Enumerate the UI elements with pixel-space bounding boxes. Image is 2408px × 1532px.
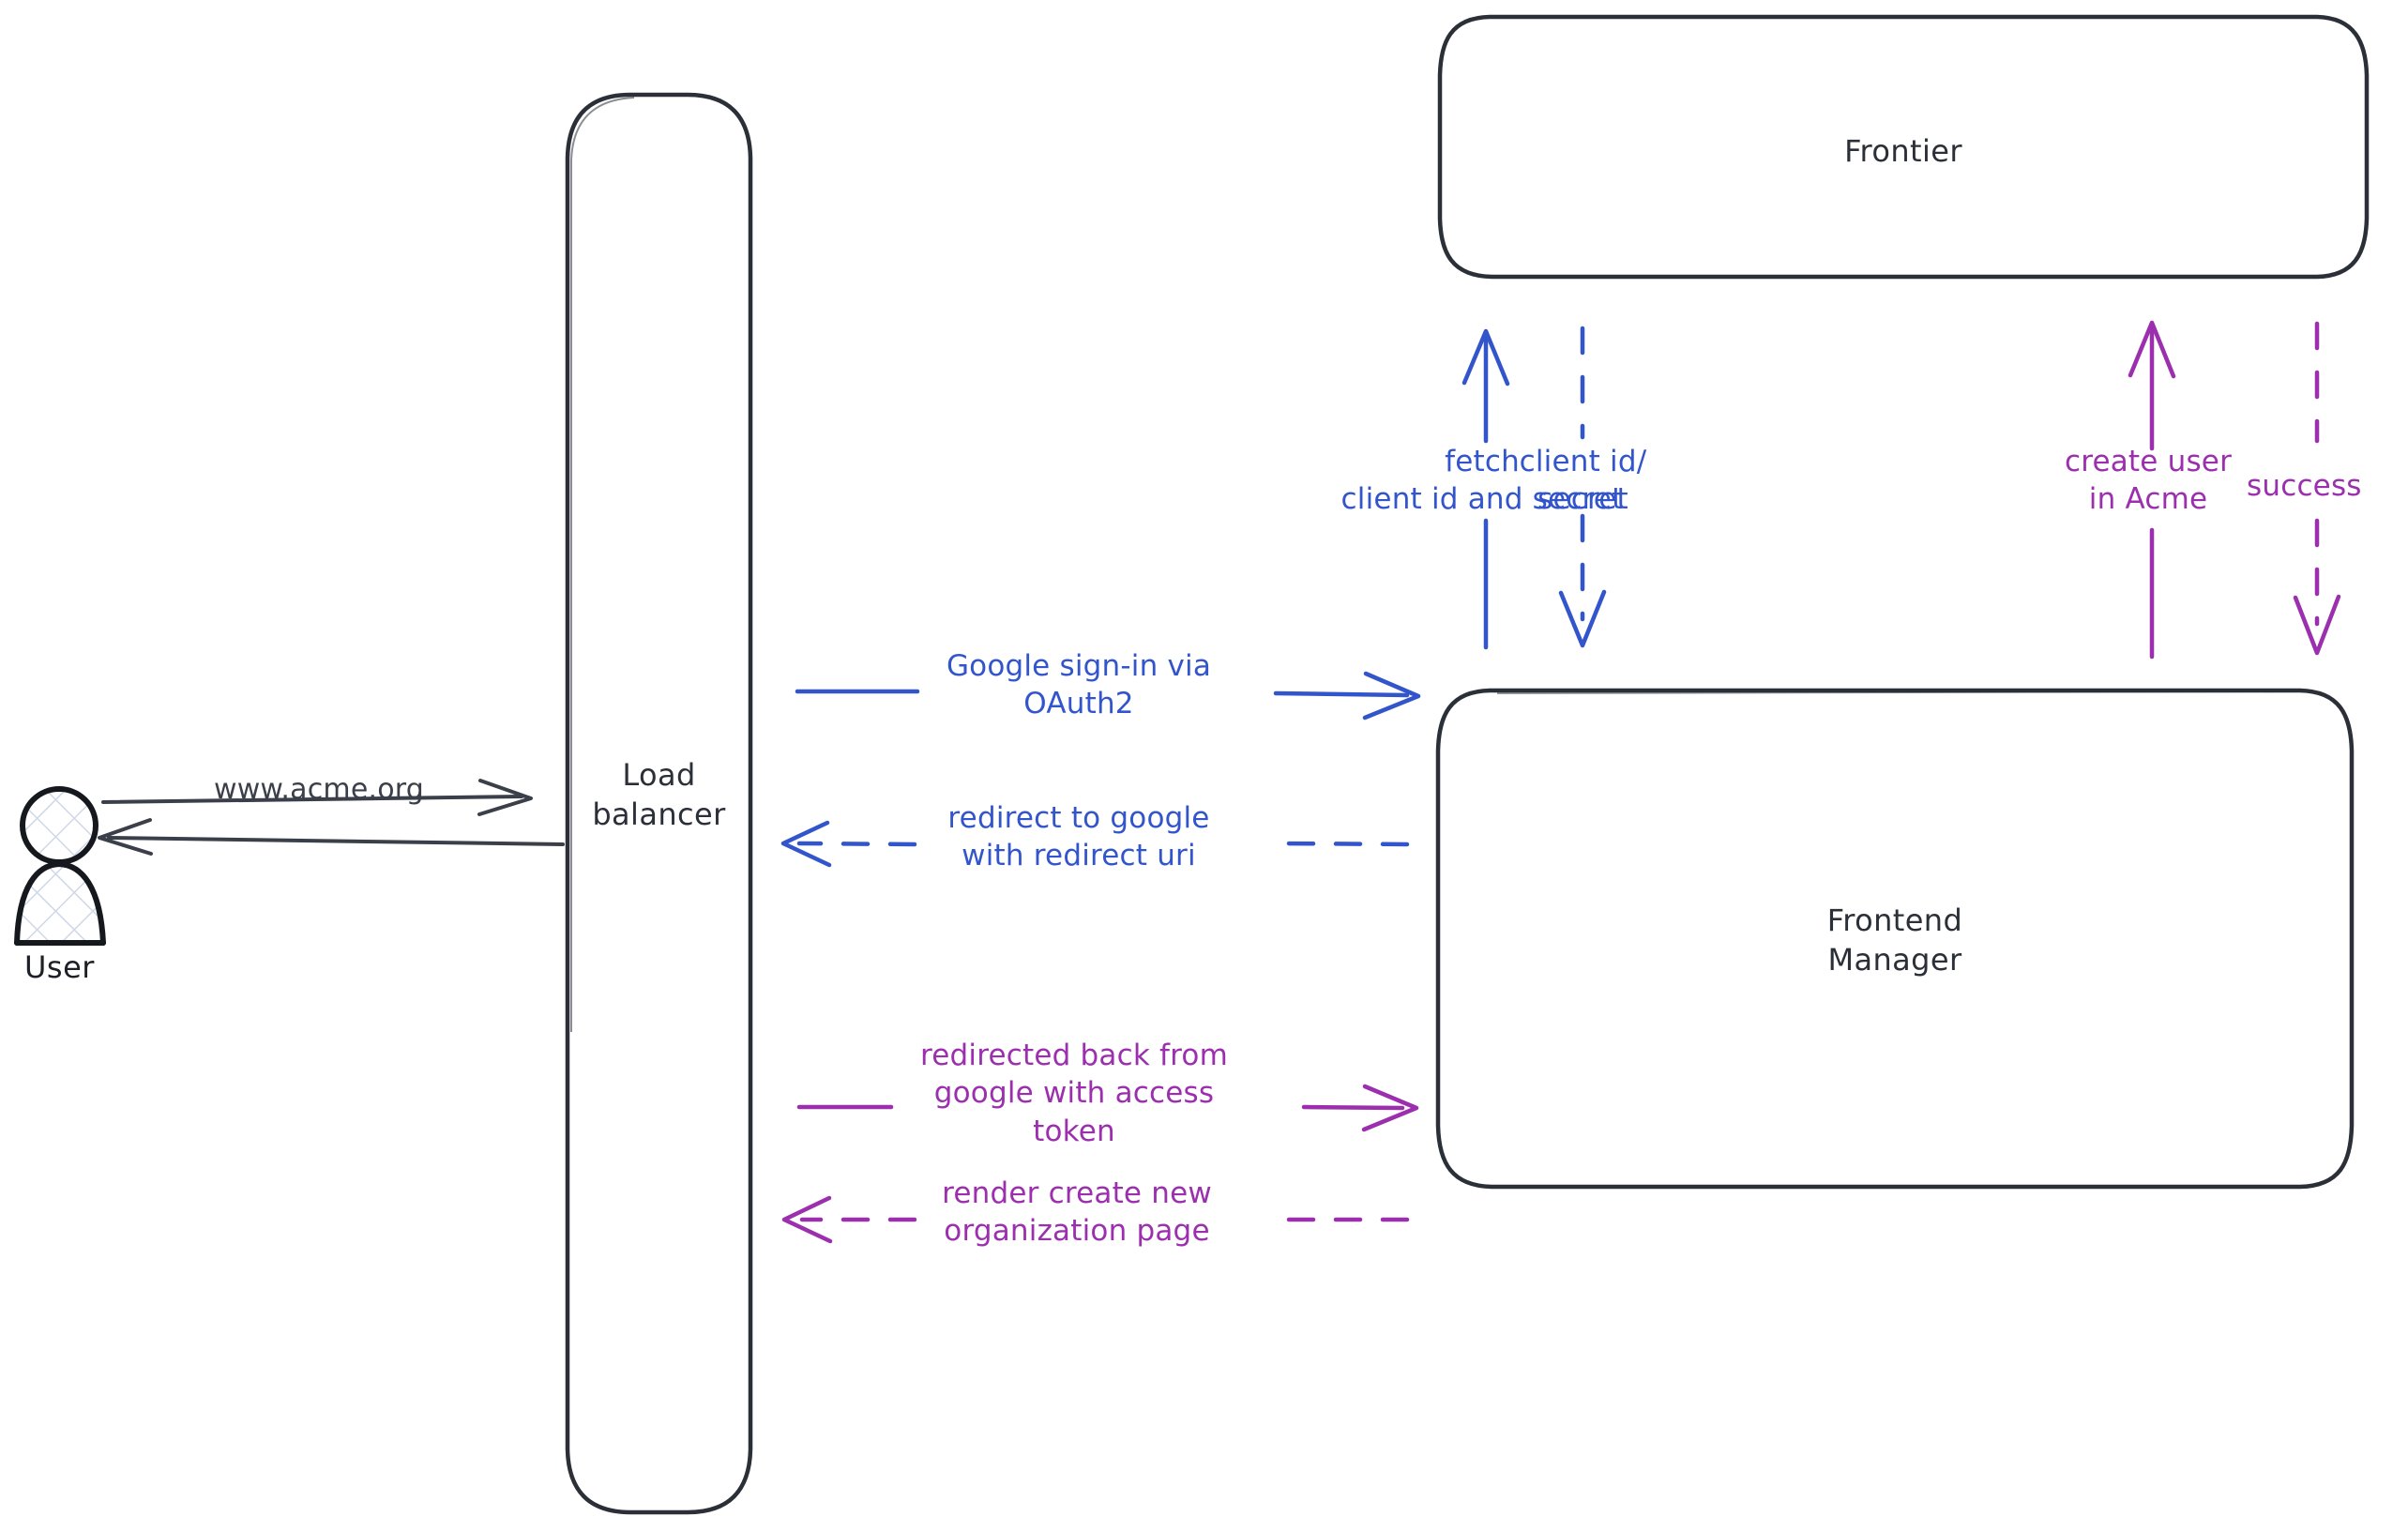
edge-fm-to-frontier-fetch	[1461, 328, 1510, 650]
user-avatar-icon	[14, 786, 106, 946]
edge-fm-to-lb-redirect	[780, 820, 1410, 868]
edge-frontier-to-fm-success	[2293, 321, 2341, 656]
actor-label-user: User	[24, 949, 95, 985]
node-frontier-shape[interactable]	[1437, 14, 2370, 280]
edge-user-to-lb	[101, 779, 533, 816]
node-frontend-manager-shape[interactable]	[1435, 688, 2355, 1190]
edge-lb-to-fm-signin	[795, 671, 1421, 720]
edge-fm-to-lb-render	[781, 1195, 1410, 1244]
edge-lb-to-user	[98, 818, 565, 856]
node-load-balancer-shape[interactable]	[565, 92, 753, 1515]
edge-frontier-to-fm-creds	[1558, 326, 1607, 648]
edge-fm-to-frontier-create	[2128, 320, 2176, 660]
edge-lb-to-fm-token	[796, 1084, 1419, 1132]
